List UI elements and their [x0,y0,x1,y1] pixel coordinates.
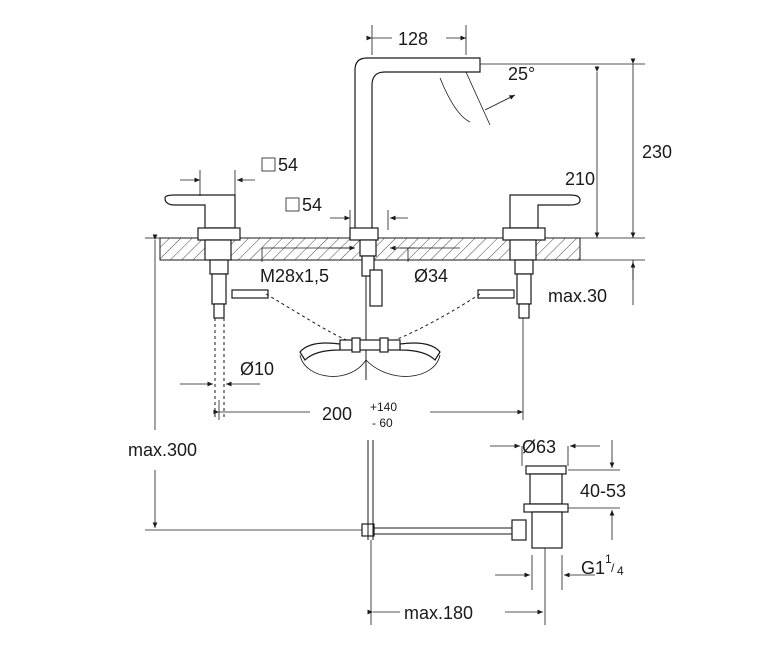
dim-height-total: 230 [642,142,672,162]
dim-centers: 200 [322,404,352,424]
dim-drain-height-max: max.300 [128,440,197,460]
square-symbol-spout [285,197,300,212]
dim-drain-thread: G1 [581,558,605,578]
dim-tube-diameter: Ø10 [240,359,274,379]
dim-drain-thread-den: 4 [617,564,624,578]
dim-centers-minus: - 60 [372,416,393,430]
dim-drain-length: 40-53 [580,481,626,501]
connection-hoses [265,293,481,377]
supply-tube [214,318,225,420]
left-handle-valve [164,194,269,319]
dim-drain-thread-num: 1 [605,552,612,566]
dimension-lines [145,25,645,625]
dim-center-square: 54 [302,195,322,215]
dim-handle-square: 54 [278,155,298,175]
dim-height-spout: 210 [565,169,595,189]
pop-up-waste [361,440,569,549]
dim-drain-diameter: Ø63 [522,437,556,457]
square-symbol-handle [261,157,276,172]
dim-thread: M28x1,5 [260,266,329,286]
dim-centers-plus: +140 [370,400,397,414]
dim-spout-reach: 128 [398,29,428,49]
right-handle-valve [477,194,581,319]
dim-drain-thread-slash: / [611,561,615,575]
dim-spout-angle: 25° [508,64,535,84]
spout [349,57,481,380]
dim-deck-max: max.30 [548,286,607,306]
dim-hole-diameter: Ø34 [414,266,448,286]
dim-rod-length-max: max.180 [404,603,473,623]
